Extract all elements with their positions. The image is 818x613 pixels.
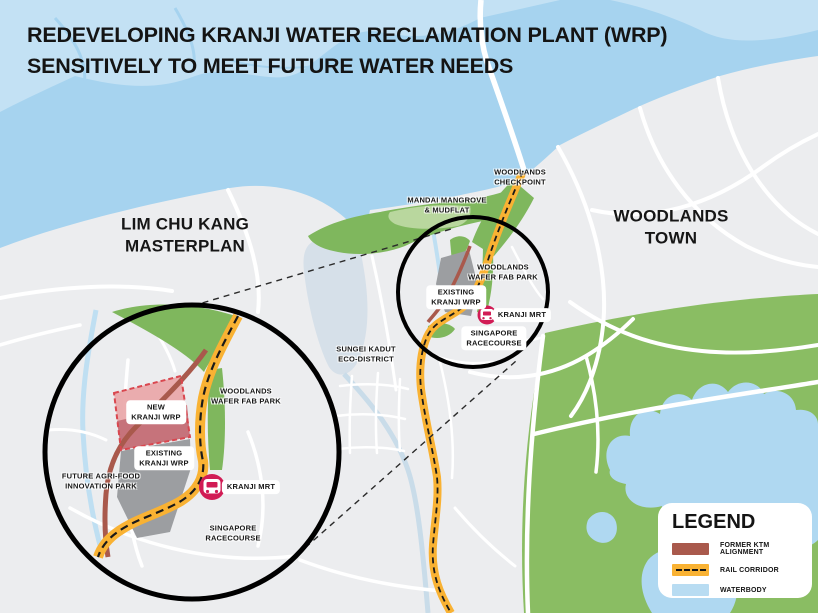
- waterbody-swatch: [672, 584, 709, 596]
- johor-rivers: [53, 7, 361, 87]
- legend-title: LEGEND: [672, 511, 756, 533]
- magnifier-connector-line-bottom: [296, 360, 517, 556]
- legend: LEGEND FORMER KTM ALIGNMENT RAIL CORRIDO…: [658, 503, 812, 598]
- legend-item-label: RAIL CORRIDOR: [720, 566, 779, 574]
- kranji-mrt-icon-small: [477, 305, 497, 325]
- new-kranji-wrp-boundary: [112, 374, 192, 452]
- roads: [0, 76, 818, 613]
- legend-item-label: FORMER KTM ALIGNMENT: [720, 542, 770, 556]
- legend-item-label: WATERBODY: [720, 586, 767, 594]
- legend-item-rail-corridor: RAIL CORRIDOR: [672, 564, 802, 576]
- kranji-mrt-icon-large: [199, 474, 225, 500]
- magnifier-large-circle: [42, 302, 342, 602]
- legend-item-waterbody: WATERBODY: [672, 584, 802, 596]
- johor-land-east: [610, 0, 818, 41]
- magnifier-connector-lines: [191, 228, 517, 556]
- kranji-reservoir: [303, 236, 368, 375]
- johor-land: [0, 0, 560, 112]
- rail-corridor-dash-icon: [675, 569, 706, 571]
- page-title: REDEVELOPING KRANJI WATER RECLAMATION PL…: [27, 23, 668, 78]
- former-ktm-alignment-inset: [102, 348, 209, 558]
- rail-corridor-swatch: [672, 564, 709, 576]
- rail-corridor: [416, 169, 527, 613]
- legend-item-former-ktm: FORMER KTM ALIGNMENT: [672, 542, 802, 556]
- magnifier-small-circle: [396, 215, 550, 369]
- rail-corridor-inset: [93, 313, 243, 559]
- mangrove-light-green: [388, 204, 471, 229]
- magnifier-connector-line-top: [191, 228, 452, 307]
- former-ktm-swatch: [672, 543, 709, 555]
- causeway-road: [477, 0, 527, 171]
